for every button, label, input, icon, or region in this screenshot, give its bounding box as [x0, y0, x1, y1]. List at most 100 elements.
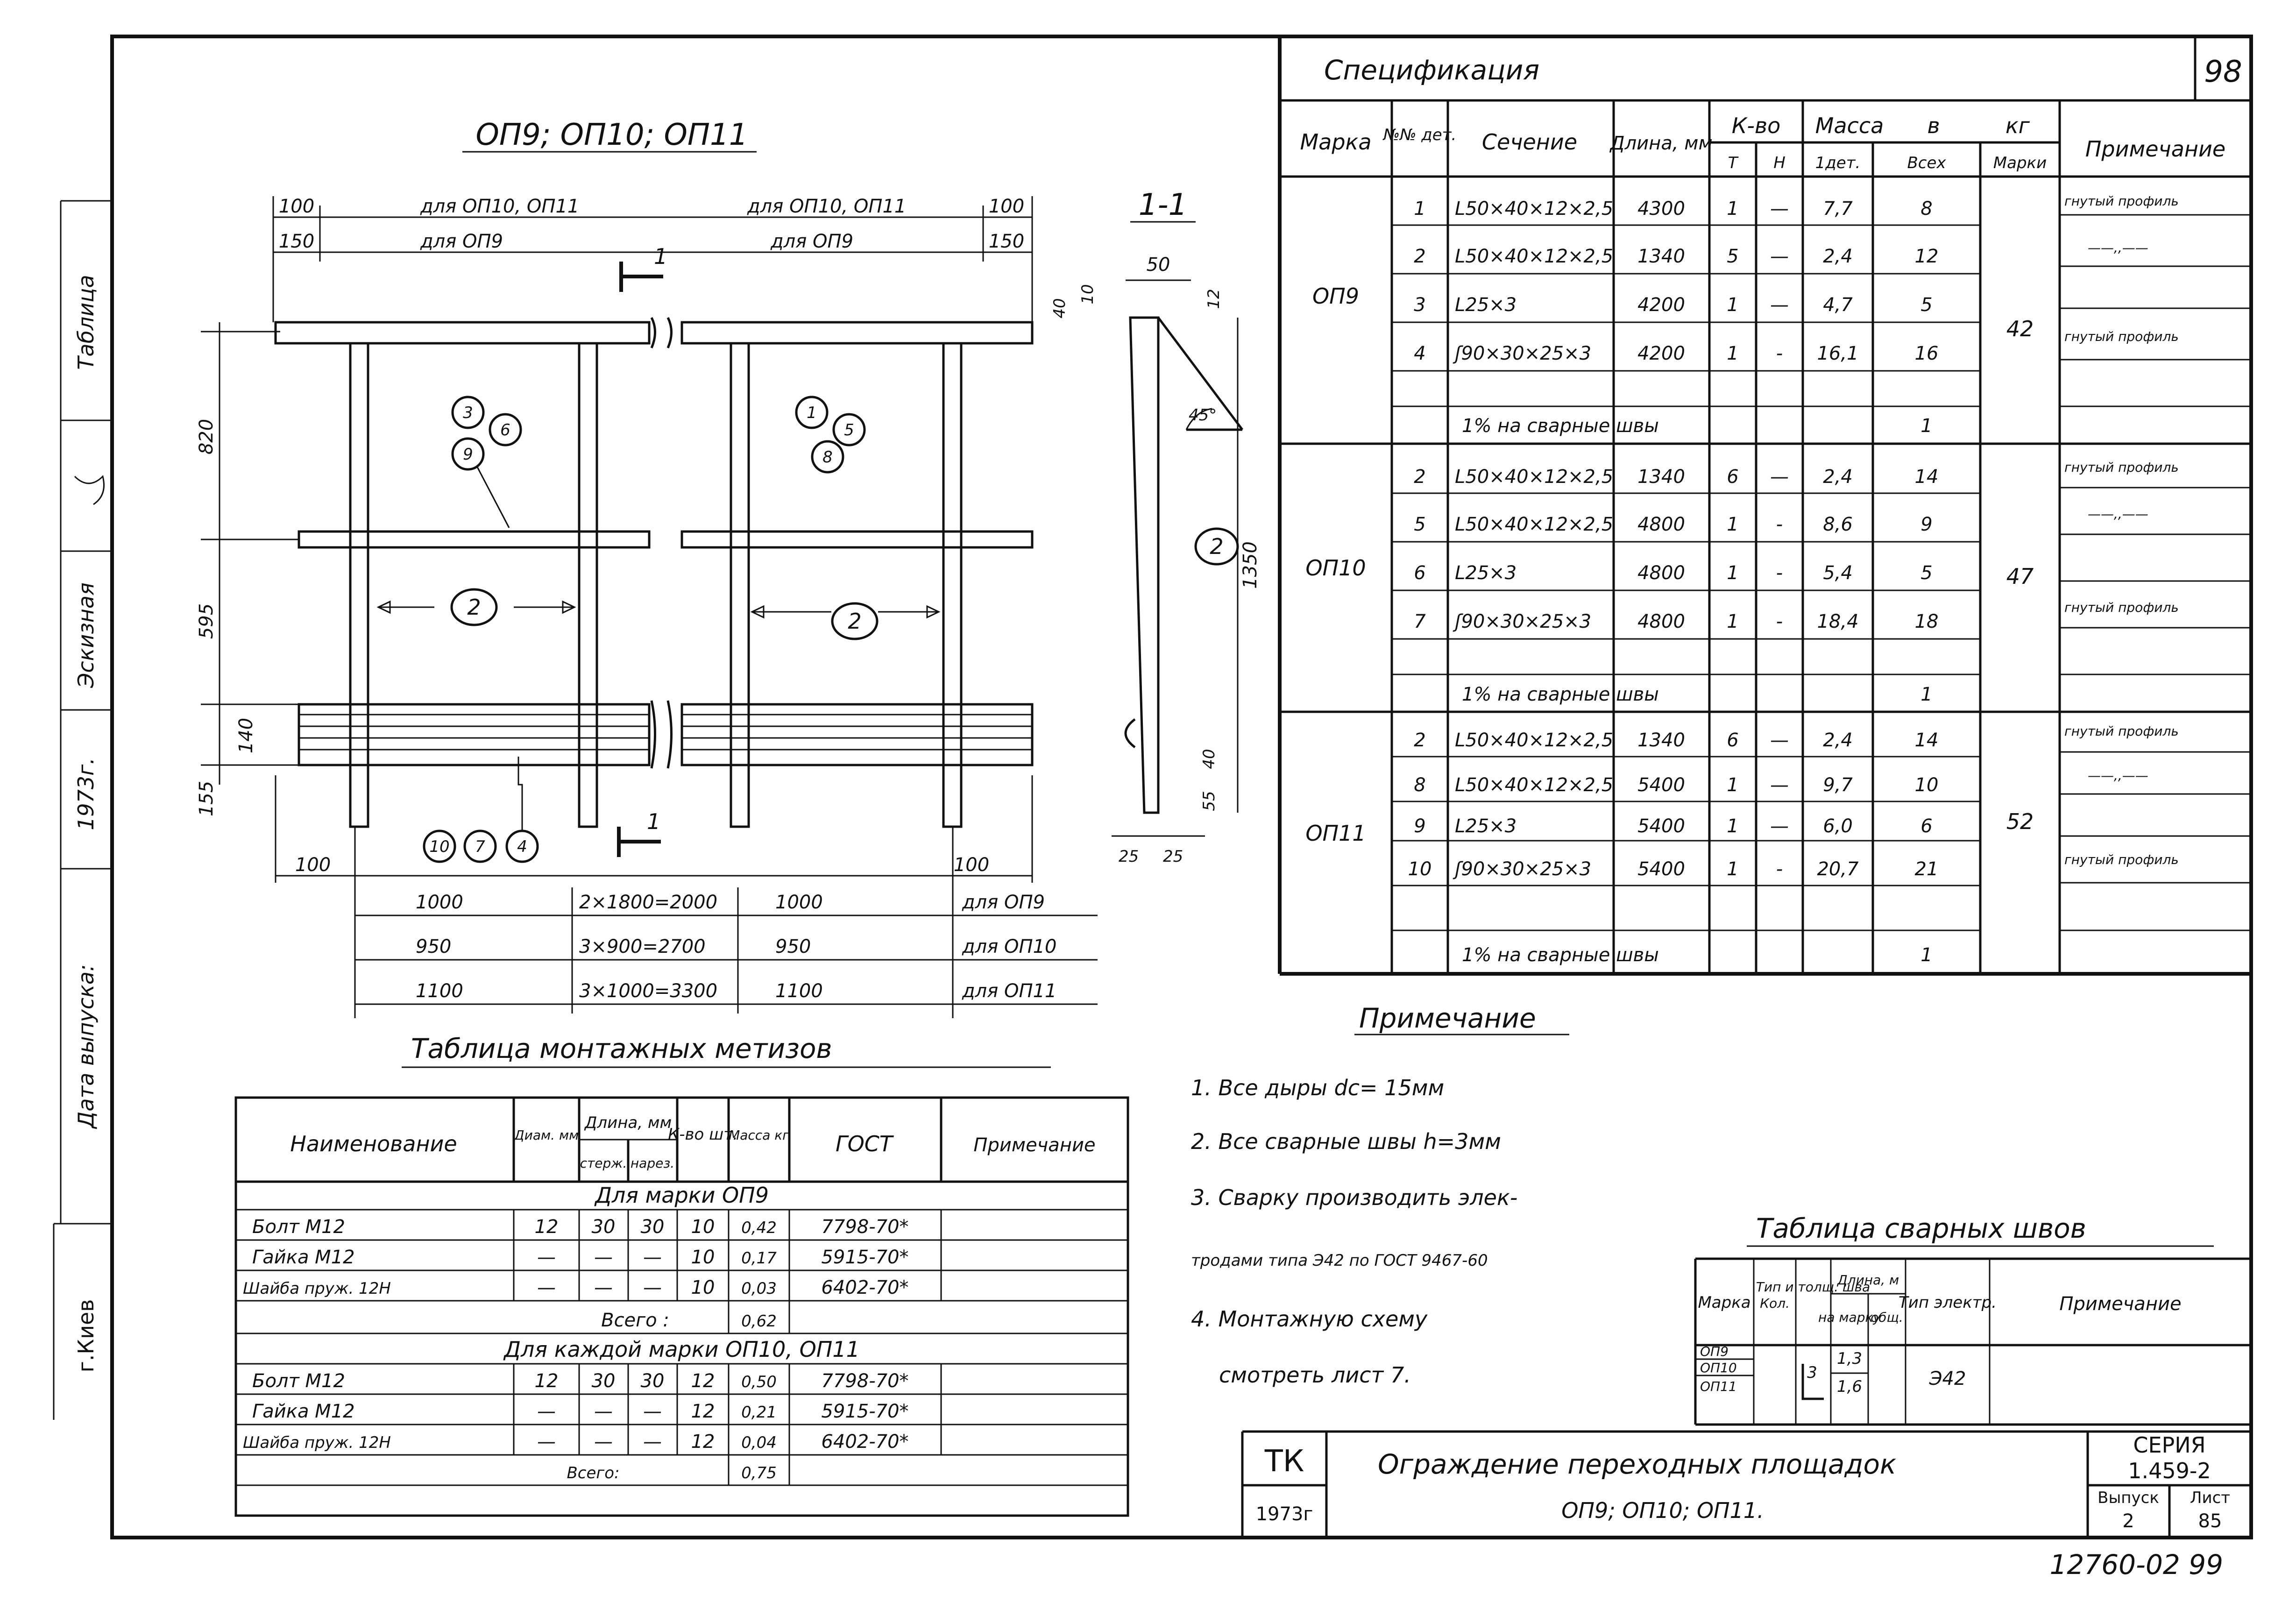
svg-text:Всего:: Всего:	[567, 1464, 619, 1482]
svg-text:Болт М12: Болт М12	[252, 1370, 345, 1392]
svg-text:1: 1	[1727, 514, 1738, 535]
svg-text:1: 1	[1727, 611, 1738, 632]
svg-text:L50×40×12×2,5: L50×40×12×2,5	[1455, 730, 1613, 751]
svg-text:820: 820	[196, 419, 217, 454]
svg-text:595: 595	[196, 603, 217, 639]
svg-text:2,4: 2,4	[1823, 246, 1853, 267]
svg-text:ОП9: ОП9	[1700, 1344, 1729, 1359]
svg-text:2,4: 2,4	[1823, 466, 1853, 488]
date-label: Дата выпуска:	[73, 964, 99, 1129]
svg-text:гнутый профиль: гнутый профиль	[2064, 193, 2179, 209]
svg-text:9: 9	[1414, 815, 1425, 837]
svg-text:1: 1	[647, 809, 660, 834]
svg-text:6402-70*: 6402-70*	[821, 1431, 908, 1453]
svg-text:2,4: 2,4	[1823, 730, 1853, 751]
svg-text:1340: 1340	[1637, 730, 1685, 751]
city-label: г.Киев	[73, 1299, 99, 1373]
spec-marka-op10: ОП10	[1305, 555, 1366, 581]
svg-text:Шайба пруж. 12Н: Шайба пруж. 12Н	[243, 1433, 391, 1452]
drawing-title: ОП9; ОП10; ОП11	[476, 118, 748, 152]
dim-top-left-2-desc: для ОП9	[420, 231, 503, 252]
svg-text:-: -	[1776, 858, 1783, 880]
svg-text:7: 7	[475, 837, 485, 856]
svg-text:5: 5	[844, 421, 854, 439]
svg-text:4: 4	[1414, 343, 1425, 364]
svg-text:25: 25	[1119, 847, 1139, 866]
svg-text:—: —	[1770, 246, 1789, 267]
svg-text:6: 6	[1727, 730, 1738, 751]
svg-text:Длина, м: Длина, м	[1836, 1272, 1899, 1288]
svg-text:1: 1	[1727, 343, 1738, 364]
svg-text:10: 10	[429, 837, 449, 856]
svg-text:Примечание: Примечание	[2085, 136, 2225, 162]
svg-text:1: 1	[654, 244, 667, 269]
svg-text:-: -	[1776, 562, 1783, 584]
svg-text:140: 140	[235, 718, 257, 753]
sheet-number: 98	[2204, 55, 2242, 89]
svg-text:2: 2	[848, 609, 861, 634]
svg-text:—: —	[537, 1277, 556, 1298]
svg-text:Всего :: Всего :	[601, 1310, 669, 1331]
svg-text:10: 10	[691, 1277, 715, 1298]
svg-text:-: -	[1776, 343, 1783, 364]
specification-table: Спецификация Марка №№ дет. Сечение Длина…	[1280, 54, 2251, 974]
svg-text:№№ дет.: №№ дет.	[1382, 126, 1457, 144]
dim-top-right-1: 100	[989, 196, 1024, 217]
svg-text:ОП10: ОП10	[1700, 1360, 1737, 1375]
svg-text:Гайка М12: Гайка М12	[252, 1401, 355, 1422]
svg-text:6402-70*: 6402-70*	[821, 1277, 908, 1298]
svg-text:30: 30	[641, 1370, 665, 1392]
svg-text:Наименование: Наименование	[290, 1131, 457, 1156]
svg-text:10: 10	[691, 1247, 715, 1268]
svg-text:Лист: Лист	[2190, 1489, 2230, 1507]
svg-text:10: 10	[1915, 774, 1939, 796]
svg-text:1: 1	[1727, 815, 1738, 837]
svg-text:0,62: 0,62	[741, 1312, 777, 1331]
svg-text:Марка: Марка	[1300, 129, 1371, 155]
svg-text:Примечание: Примечание	[973, 1134, 1095, 1156]
series-number: 1.459-2	[2128, 1458, 2211, 1483]
svg-text:ОП11: ОП11	[1700, 1379, 1737, 1394]
svg-text:-: -	[1776, 611, 1783, 632]
bottom-dimensions: 100 100 1000 2×1800=2000 1000 для ОП9 95…	[275, 775, 1098, 1018]
svg-text:гнутый профиль: гнутый профиль	[2064, 329, 2179, 344]
svg-text:1: 1	[807, 404, 817, 422]
bottom-row-1-d: для ОП9	[962, 892, 1045, 913]
svg-text:4: 4	[517, 837, 527, 856]
svg-text:ʃ90×30×25×3: ʃ90×30×25×3	[1453, 858, 1591, 880]
svg-text:155: 155	[196, 781, 217, 816]
svg-text:2. Все сварные швы h=3мм: 2. Все сварные швы h=3мм	[1191, 1129, 1501, 1154]
svg-text:1: 1	[1920, 684, 1932, 705]
stamp-text-3: 1973г.	[73, 758, 99, 830]
svg-text:0,42: 0,42	[741, 1219, 777, 1237]
svg-text:2: 2	[1414, 246, 1425, 267]
svg-text:10: 10	[1408, 858, 1432, 880]
svg-text:5915-70*: 5915-70*	[821, 1401, 908, 1422]
svg-text:Э42: Э42	[1929, 1368, 1966, 1389]
svg-text:85: 85	[2198, 1510, 2222, 1532]
spec-weld-op9: 1% на сварные швы	[1462, 415, 1659, 437]
top-dimensions: 100 для ОП10, ОП11 для ОП10, ОП11 100 15…	[272, 196, 1033, 322]
svg-text:30: 30	[592, 1216, 616, 1238]
svg-text:Сечение: Сечение	[1482, 129, 1577, 155]
svg-text:нарез.: нарез.	[631, 1155, 674, 1171]
section-title: 1-1	[1139, 188, 1188, 222]
bottom-row-1-b: 2×1800=2000	[579, 892, 717, 913]
svg-text:25: 25	[1163, 847, 1183, 866]
svg-text:1: 1	[1920, 415, 1932, 437]
svg-text:5: 5	[1414, 514, 1425, 535]
svg-text:гнутый профиль: гнутый профиль	[2064, 852, 2179, 867]
svg-text:Масса кг: Масса кг	[729, 1127, 789, 1143]
spec-mass-op11: 52	[2006, 809, 2034, 834]
svg-text:—: —	[537, 1247, 556, 1268]
svg-text:8: 8	[1920, 198, 1932, 220]
svg-text:4800: 4800	[1637, 514, 1685, 535]
svg-text:50: 50	[1147, 254, 1170, 276]
svg-text:1350: 1350	[1240, 541, 1261, 589]
svg-text:12: 12	[691, 1431, 715, 1453]
svg-text:18: 18	[1915, 611, 1939, 632]
svg-text:3: 3	[1807, 1363, 1817, 1382]
stamp-text-2: Эскизная	[73, 582, 99, 688]
fasteners-title: Таблица монтажных метизов	[411, 1033, 832, 1064]
svg-text:Тип электр.: Тип электр.	[1899, 1293, 1997, 1312]
